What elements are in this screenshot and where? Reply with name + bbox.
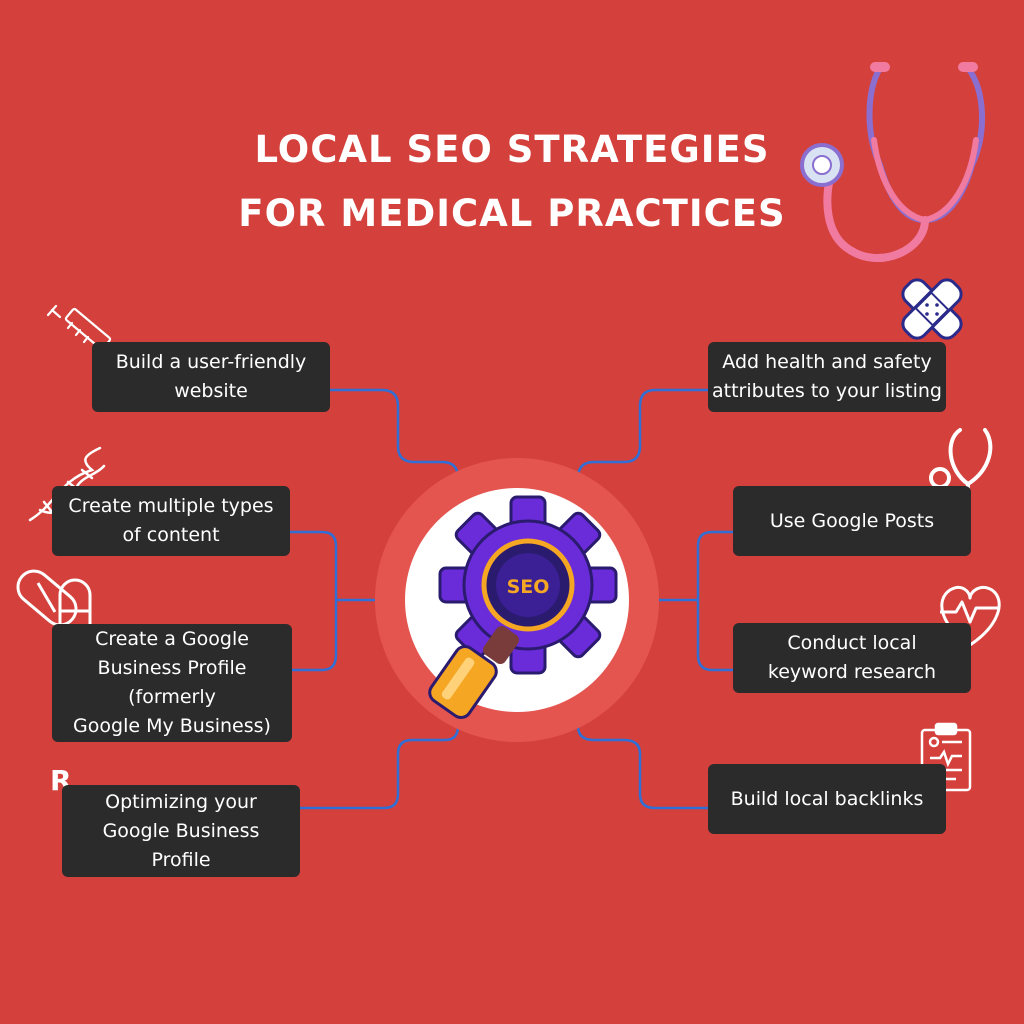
heartbeat-icon [940,585,1001,647]
bandage-icon [901,278,963,340]
big-stethoscope-icon [800,62,986,263]
strategy-label: Build local backlinks [730,787,924,810]
strategy-label: Create a Google Business Profile (former… [73,628,271,737]
strategy-label: Add health and safety attributes to your… [712,351,942,402]
connector-lines [288,388,735,810]
connector-left-4 [298,710,460,810]
strategy-label: Use Google Posts [769,509,935,532]
connector-right-4 [576,710,710,810]
magnifier-icon [428,625,520,719]
seo-badge-label: SEO [507,576,550,598]
title-line-1: LOCAL SEO STRATEGIES [254,128,770,171]
strategy-label: Conduct local keyword research [767,632,937,683]
strategy-box-left-4: Optimizing your Google Business Profile [62,785,300,877]
strategy-box-right-3: Conduct local keyword research [733,623,971,693]
strategy-box-right-4: Build local backlinks [708,764,946,834]
strategy-box-right-1: Add health and safety attributes to your… [708,342,946,412]
strategy-box-left-2: Create multiple types of content [52,486,290,556]
strategy-label: Build a user-friendly website [115,351,307,402]
strategy-box-right-2: Use Google Posts [733,486,971,556]
seo-gear-icon [438,495,618,675]
page-title: LOCAL SEO STRATEGIES FOR MEDICAL PRACTIC… [150,118,874,246]
connector-left-1 [328,388,460,507]
connector-right-1 [576,388,710,507]
strategy-label: Optimizing your Google Business Profile [102,790,260,871]
strategy-box-left-1: Build a user-friendly website [92,342,330,412]
strategy-box-left-3: Create a Google Business Profile (former… [52,624,292,742]
title-line-2: FOR MEDICAL PRACTICES [238,192,786,235]
strategy-label: Create multiple types of content [68,495,274,546]
